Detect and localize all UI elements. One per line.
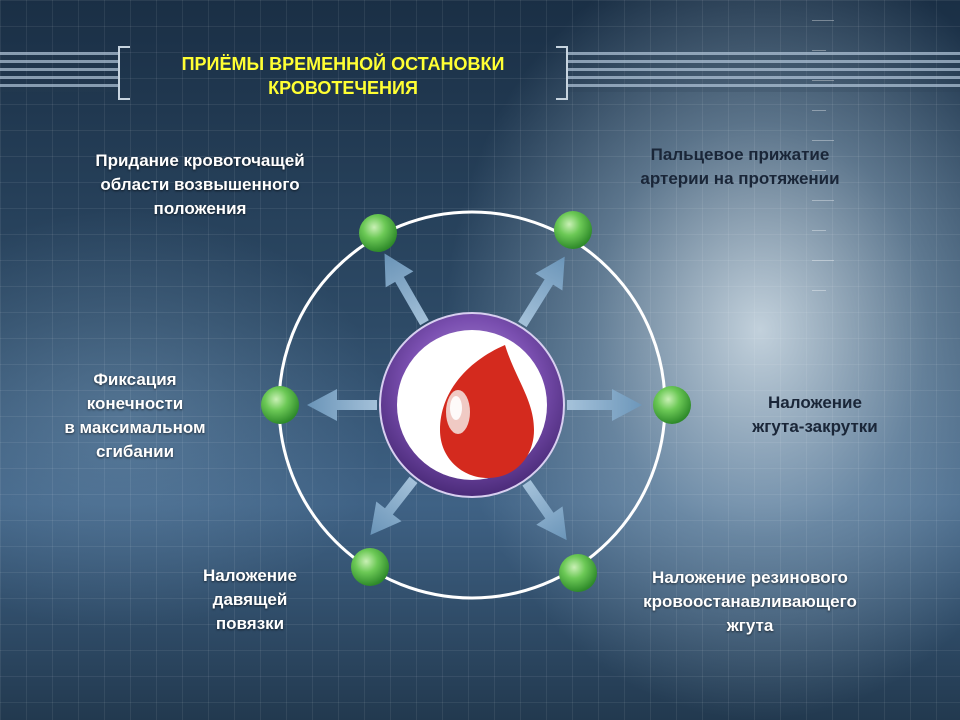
label-rubber-tourniquet-line-1: Наложение резинового <box>652 568 848 587</box>
node-flexion <box>261 386 299 424</box>
arrow-left <box>307 389 377 421</box>
label-flexion-line-4: сгибании <box>95 442 175 461</box>
label-rubber-tourniquet: Наложение резинового кровоостанавливающе… <box>600 566 900 638</box>
label-elevation-line-1: Придание кровоточащей <box>95 151 305 170</box>
label-flexion: Фиксация конечности в максимальном сгиба… <box>30 368 240 464</box>
label-flexion-line-3: в максимальном <box>64 418 206 437</box>
label-pressure-bandage-line-1: Наложение <box>203 566 297 585</box>
label-flexion-line-2: конечности <box>86 394 184 413</box>
decorative-stripes-right <box>568 52 960 92</box>
label-twist-tourniquet: Наложение жгута-закрутки <box>720 391 910 439</box>
label-rubber-tourniquet-line-2: кровоостанавливающего <box>643 592 857 611</box>
title-frame: ПРИЁМЫ ВРЕМЕННОЙ ОСТАНОВКИ КРОВОТЕЧЕНИЯ <box>118 46 568 100</box>
label-finger-pressure-line-2: артерии на протяжении <box>640 169 840 188</box>
arrow-up-right <box>518 256 565 328</box>
arrow-down-left <box>370 476 418 536</box>
decorative-ruler <box>782 10 842 330</box>
label-twist-tourniquet-line-1: Наложение <box>768 393 862 412</box>
label-pressure-bandage: Наложение давящей повязки <box>170 564 330 636</box>
title-line-1: ПРИЁМЫ ВРЕМЕННОЙ ОСТАНОВКИ <box>181 54 505 74</box>
label-elevation: Придание кровоточащей области возвышенно… <box>60 149 340 221</box>
arrow-right <box>567 389 642 421</box>
node-elevation <box>359 214 397 252</box>
page-title: ПРИЁМЫ ВРЕМЕННОЙ ОСТАНОВКИ КРОВОТЕЧЕНИЯ <box>128 52 558 100</box>
title-line-2: КРОВОТЕЧЕНИЯ <box>268 78 418 98</box>
label-rubber-tourniquet-line-3: жгута <box>726 616 774 635</box>
label-twist-tourniquet-line-2: жгута-закрутки <box>752 417 878 436</box>
title-bracket-left <box>118 46 130 100</box>
arrow-up-left <box>384 253 429 326</box>
node-rubber-tourniquet <box>559 554 597 592</box>
node-pressure-bandage <box>351 548 389 586</box>
label-pressure-bandage-line-2: давящей <box>212 590 288 609</box>
label-pressure-bandage-line-3: повязки <box>215 614 285 633</box>
title-bracket-right <box>556 46 568 100</box>
label-flexion-line-1: Фиксация <box>93 370 177 389</box>
blood-drop-icon <box>440 345 534 478</box>
label-finger-pressure: Пальцевое прижатие артерии на протяжении <box>600 143 880 191</box>
arrow-down-right <box>522 479 567 541</box>
node-twist-tourniquet <box>653 386 691 424</box>
label-finger-pressure-line-1: Пальцевое прижатие <box>650 145 830 164</box>
decorative-stripes-left <box>0 52 120 92</box>
label-elevation-line-2: области возвышенного <box>100 175 300 194</box>
label-elevation-line-3: положения <box>153 199 247 218</box>
node-finger-pressure <box>554 211 592 249</box>
